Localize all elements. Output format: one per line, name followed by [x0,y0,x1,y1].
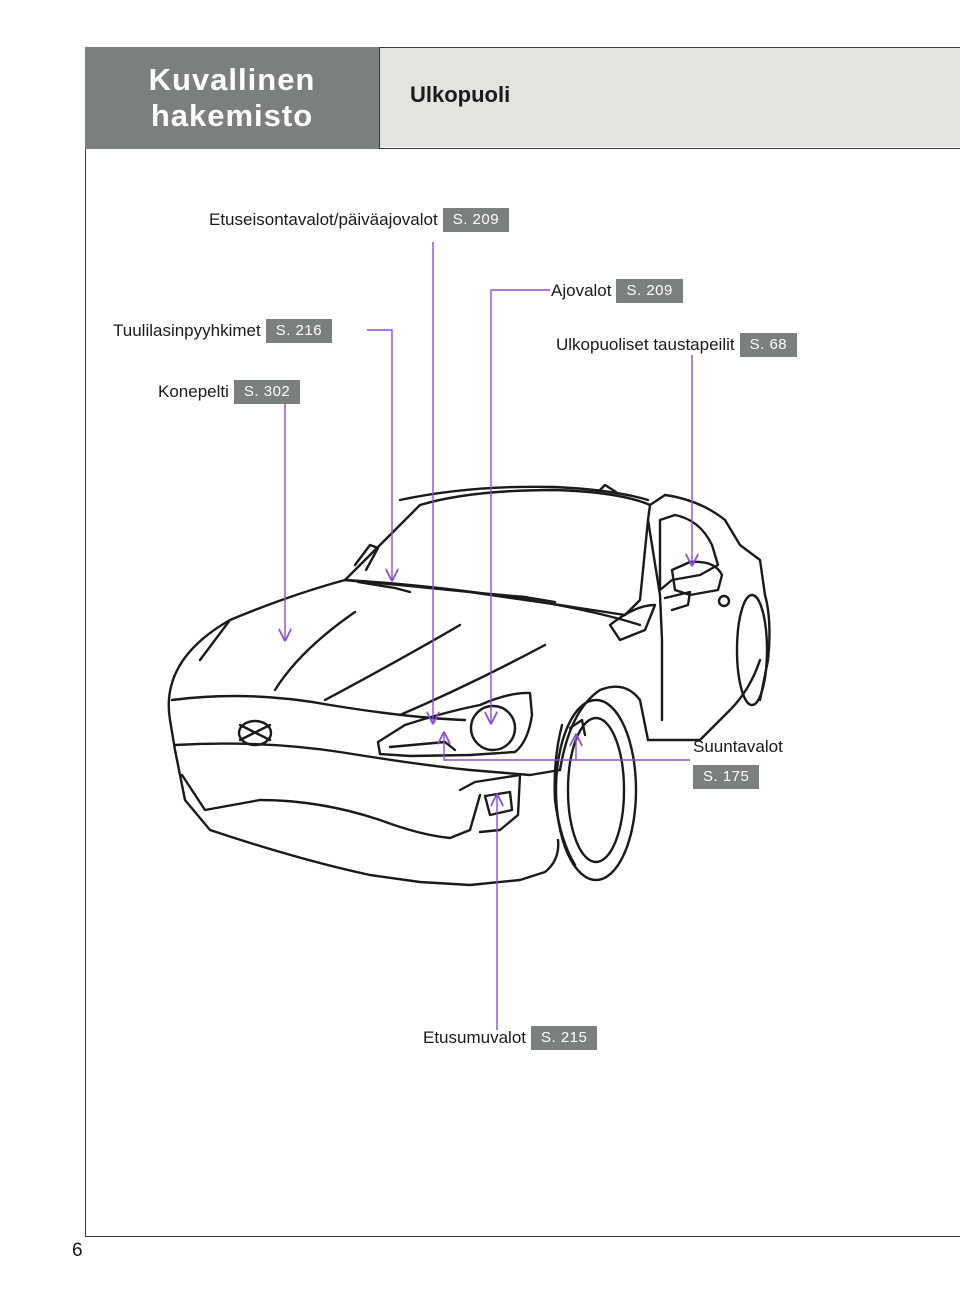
callout-positioning-lights: Etuseisontavalot/päiväajovalot S. 209 [209,208,510,232]
page-reference-badge[interactable]: S. 209 [442,208,510,232]
callout-label: Ulkopuoliset taustapeilit [556,335,735,354]
leader-turn-signal-front [444,733,690,761]
callout-label: Ajovalot [551,281,612,300]
car-outline [167,483,771,887]
leader-headlights [491,289,550,723]
callout-headlights: Ajovalot S. 209 [551,279,683,303]
page-reference-badge[interactable]: S. 209 [616,279,683,303]
callout-fog-lights: Etusumuvalot S. 215 [423,1026,598,1050]
callout-label: Konepelti [158,382,229,401]
section-header: Kuvallinen hakemisto [85,47,380,149]
leader-wipers [367,329,392,580]
header-bar [85,47,960,149]
callout-label: Etuseisontavalot/päiväajovalot [209,210,438,229]
page-reference-badge[interactable]: S. 302 [233,380,301,404]
callout-hood: Konepelti S. 302 [158,380,301,404]
callout-label: Suuntavalot [693,737,783,756]
page-reference-badge[interactable]: S. 68 [739,333,798,357]
page-title: Ulkopuoli [410,82,511,107]
callout-turn-signals-label: Suuntavalot [693,737,783,757]
page-header: Ulkopuoli [380,48,960,147]
section-title: Kuvallinen hakemisto [148,62,316,133]
callout-label: Etusumuvalot [423,1028,526,1047]
callout-wipers: Tuulilasinpyyhkimet S. 216 [113,319,333,343]
page-reference-badge[interactable]: S. 216 [265,319,333,343]
page-frame [85,47,960,1237]
page-number: 6 [72,1240,83,1261]
callout-label: Tuulilasinpyyhkimet [113,321,261,340]
leader-lines [285,242,692,1030]
page-reference-badge[interactable]: S. 215 [531,1026,598,1050]
callout-mirrors: Ulkopuoliset taustapeilit S. 68 [556,333,798,357]
page-reference-badge[interactable]: S. 175 [693,765,760,789]
